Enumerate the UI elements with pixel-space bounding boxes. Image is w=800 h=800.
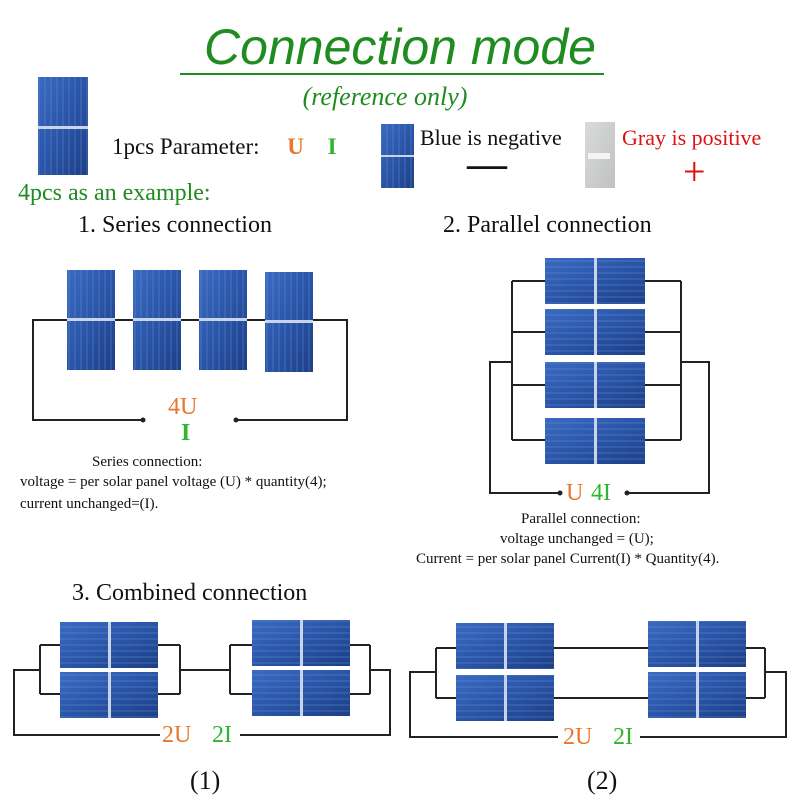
combined2-voltage-label: 2U [563,724,593,750]
negative-cell [381,124,414,188]
combined2-cell-a1 [456,623,554,669]
parallel-desc-line2: Current = per solar panel Current(I) * Q… [416,551,720,567]
combined2-cells [456,621,746,721]
combined1-cells [60,620,350,718]
positive-cell [585,122,615,188]
parameter-row: 1pcs Parameter: U I [112,134,337,160]
parameter-voltage: U [287,134,304,159]
series-diagram [32,319,348,421]
negative-symbol: — [467,141,507,186]
series-cell-2 [133,270,181,370]
series-cells [67,270,313,372]
parameter-current: I [327,134,337,159]
parallel-terminal-left [557,490,563,496]
series-cell-1 [67,270,115,370]
parallel-current-label: 4I [591,480,611,506]
parallel-diagram [489,280,710,494]
negative-label: Blue is negative [420,125,562,150]
example-note: 4pcs as an example: [18,180,211,206]
combined1-diagram [13,644,391,736]
parallel-cell-4 [545,418,645,464]
series-cell-4 [265,272,313,372]
combined1-cell-a1 [60,622,158,668]
combined1-current-label: 2I [212,722,232,748]
series-heading: 1. Series connection [78,212,272,238]
parallel-cell-1 [545,258,645,304]
combined-heading: 3. Combined connection [72,580,308,606]
series-desc-title: Series connection: [92,454,203,470]
page-title: Connection mode [204,19,596,75]
parameter-label: 1pcs Parameter: [112,134,260,159]
series-desc-line1: voltage = per solar panel voltage (U) * … [20,474,327,490]
series-desc-line2: current unchanged=(I). [20,496,159,512]
positive-label: Gray is positive [622,125,762,150]
parallel-cell-3 [545,362,645,408]
parallel-terminal-right [624,490,630,496]
parallel-desc-line1: voltage unchanged = (U); [500,531,654,547]
title-underline [180,73,604,75]
combined2-caption: (2) [587,766,618,795]
series-voltage-label: 4U [168,394,198,420]
series-cell-3 [199,270,247,370]
parallel-cells [545,258,645,464]
combined1-cell-a2 [60,672,158,718]
sample-cell [38,77,88,175]
series-terminal-right [233,417,239,423]
combined2-diagram [409,647,787,738]
combined1-caption: (1) [190,766,221,795]
series-current-label: I [181,420,191,446]
combined2-cell-a2 [456,675,554,721]
combined1-cell-b2 [252,670,350,716]
combined1-cell-b1 [252,620,350,666]
page-subtitle: (reference only) [302,82,468,111]
parallel-cell-2 [545,309,645,355]
combined2-cell-b2 [648,672,746,718]
parallel-heading: 2. Parallel connection [443,212,652,238]
combined1-voltage-label: 2U [162,722,192,748]
series-terminal-left [140,417,146,423]
parallel-voltage-label: U [566,480,584,506]
parallel-desc-title: Parallel connection: [521,511,641,527]
combined2-current-label: 2I [613,724,633,750]
combined2-cell-b1 [648,621,746,667]
positive-symbol: + [683,149,706,194]
